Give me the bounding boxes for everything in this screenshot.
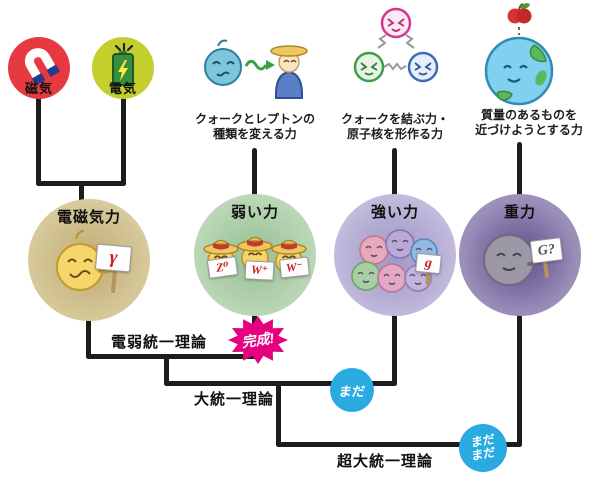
connector-weak-caption bbox=[252, 148, 257, 200]
status-supergrand-line2: まだ bbox=[471, 444, 496, 464]
connector-electricity-down bbox=[121, 96, 126, 186]
connector-gravity-caption bbox=[517, 142, 522, 200]
force-electromagnetic-label: 電磁気力 bbox=[56, 209, 121, 226]
z-boson-sign-text: Z⁰ bbox=[215, 259, 230, 275]
caption-strong-line2: 原子核を形作る力 bbox=[346, 127, 443, 141]
earth-apple-icon bbox=[484, 3, 554, 106]
status-grand-badge: まだ bbox=[330, 368, 374, 412]
electricity-circle: 電気 bbox=[92, 37, 154, 99]
status-grand-text: まだ bbox=[337, 383, 366, 399]
magnet-icon bbox=[24, 48, 61, 86]
electricity-label: 電気 bbox=[108, 81, 137, 96]
force-gravity-label: 重力 bbox=[503, 204, 536, 221]
connector-electroweak-join bbox=[86, 354, 257, 359]
caption-weak-line1: クォークとレプトンの bbox=[194, 112, 315, 126]
force-weak: 弱い力 Z⁰ W⁺ W⁻ bbox=[194, 194, 316, 316]
force-strong-label: 強い力 bbox=[370, 204, 419, 221]
magnetism-label: 磁気 bbox=[24, 81, 53, 96]
caption-strong-line1: クォークを結ぶ力・ bbox=[340, 112, 449, 126]
caption-strong: クォークを結ぶ力・ 原子核を形作る力 bbox=[322, 112, 468, 142]
photon-sign-text: γ bbox=[108, 246, 119, 269]
status-supergrand-text: まだ まだ bbox=[471, 432, 496, 464]
status-complete-text: 完成! bbox=[241, 330, 276, 350]
weak-boson-characters bbox=[203, 236, 307, 275]
connector-strong-caption bbox=[392, 148, 397, 200]
caption-gravity-line2: 近づけようとする力 bbox=[475, 123, 583, 137]
connector-strong-down bbox=[392, 310, 397, 386]
connector-grand-drop bbox=[276, 381, 281, 447]
gluon-sign: g bbox=[415, 252, 442, 275]
force-weak-label: 弱い力 bbox=[230, 204, 279, 221]
caption-gravity-line1: 質量のあるものを bbox=[480, 108, 577, 122]
graviton-sign-text: G? bbox=[537, 241, 556, 259]
theory-supergrand-label: 超大統一理論 bbox=[336, 453, 433, 470]
connector-electromagnetic-down bbox=[86, 312, 91, 359]
connector-supergrand-join bbox=[276, 442, 522, 447]
w-minus-boson-sign: W⁻ bbox=[279, 256, 310, 279]
theory-grand-label: 大統一理論 bbox=[193, 391, 274, 408]
force-gravity: 重力 G? bbox=[459, 194, 581, 316]
w-plus-boson-sign: W⁺ bbox=[244, 260, 275, 281]
connector-gravity-down bbox=[517, 310, 522, 447]
connector-into-electromagnetic bbox=[79, 181, 84, 206]
battery-icon bbox=[112, 42, 134, 86]
caption-weak: クォークとレプトンの 種類を変える力 bbox=[180, 112, 330, 142]
connector-electroweak-drop bbox=[164, 354, 169, 386]
status-complete-burst: 完成! bbox=[228, 316, 288, 364]
magnetism-circle: 磁気 bbox=[8, 37, 70, 99]
gluon-sign-text: g bbox=[424, 255, 433, 271]
graviton-sign: G? bbox=[529, 237, 564, 264]
photon-character bbox=[56, 230, 115, 291]
force-strong: 強い力 g bbox=[334, 194, 456, 316]
w-plus-boson-sign-text: W⁺ bbox=[250, 262, 269, 278]
quark-lepton-icon bbox=[204, 39, 308, 99]
w-minus-boson-sign-text: W⁻ bbox=[285, 259, 304, 275]
quark-trio-icon bbox=[353, 7, 439, 83]
force-electromagnetic: 電磁気力 γ bbox=[28, 199, 150, 321]
caption-gravity: 質量のあるものを 近づけようとする力 bbox=[460, 108, 598, 138]
photon-sign: γ bbox=[94, 243, 133, 273]
status-supergrand-badge: まだ まだ bbox=[459, 424, 507, 472]
connector-magnetism-down bbox=[36, 96, 41, 186]
z-boson-sign: Z⁰ bbox=[206, 256, 239, 279]
caption-weak-line2: 種類を変える力 bbox=[213, 127, 297, 141]
theory-electroweak-label: 電弱統一理論 bbox=[110, 334, 207, 351]
